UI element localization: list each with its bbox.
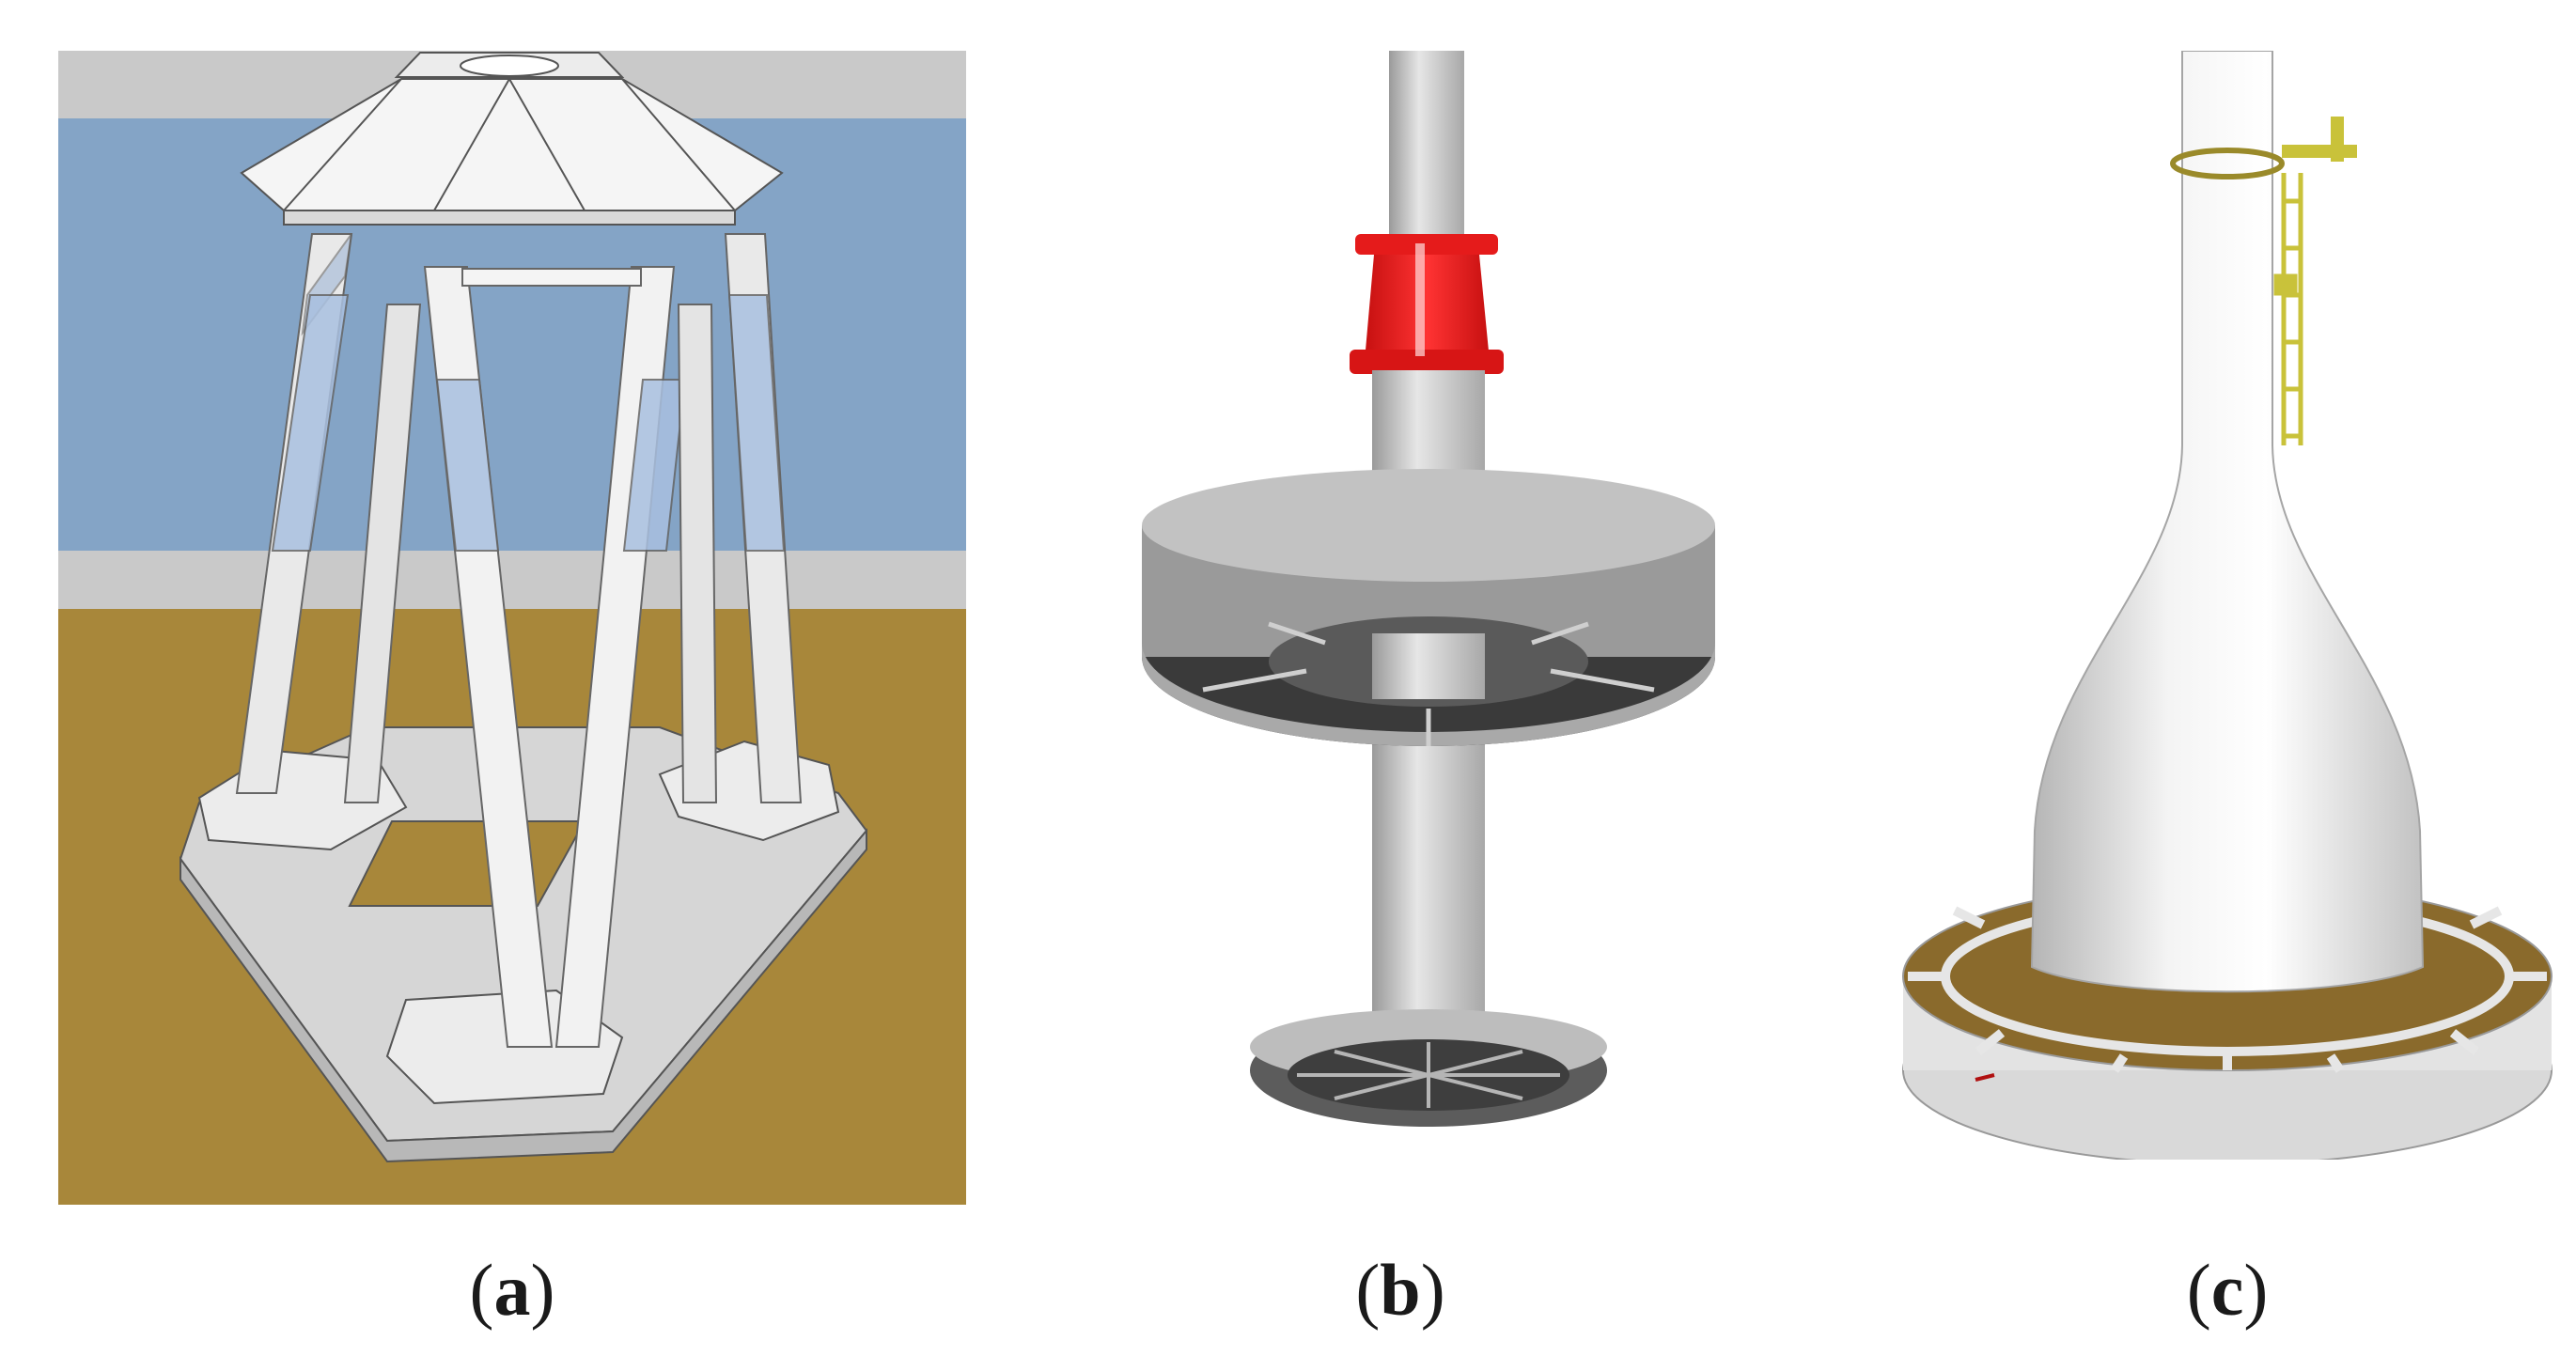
caption-a-open: (	[469, 1249, 494, 1331]
caption-b-letter: b	[1380, 1249, 1421, 1331]
lower-heave-plate	[1250, 1009, 1607, 1127]
caption-c-open: (	[2186, 1249, 2211, 1331]
top-cross-brace	[461, 268, 642, 287]
caption-c-close: )	[2243, 1249, 2269, 1331]
spar-heave-plates-illustration	[1142, 51, 1715, 1127]
panel-a-jacket-foundation	[58, 51, 966, 1205]
caption-a: (a)	[324, 1239, 700, 1342]
red-connector	[1350, 234, 1504, 374]
top-deck	[240, 52, 784, 226]
jacket-legs	[235, 233, 803, 1048]
access-ladder	[2273, 173, 2303, 445]
waterline-band	[58, 551, 966, 609]
caption-b-close: )	[1420, 1249, 1445, 1331]
upper-mast	[1389, 51, 1464, 239]
caption-a-letter: a	[493, 1249, 531, 1331]
upper-heave-plate	[1142, 469, 1715, 746]
access-platform	[2170, 117, 2357, 179]
caption-a-close: )	[530, 1249, 555, 1331]
gravity-spar-illustration	[1902, 51, 2553, 1160]
jacket-foundation-illustration	[58, 51, 966, 1205]
panel-b-spar-heave-plates	[1118, 51, 1739, 1131]
bottle-body	[2030, 51, 2425, 993]
caption-b-open: (	[1355, 1249, 1381, 1331]
caption-c-letter: c	[2210, 1249, 2244, 1331]
panel-c-gravity-spar	[1889, 51, 2566, 1160]
caption-c: (c)	[2039, 1239, 2415, 1342]
caption-b: (b)	[1212, 1239, 1588, 1342]
